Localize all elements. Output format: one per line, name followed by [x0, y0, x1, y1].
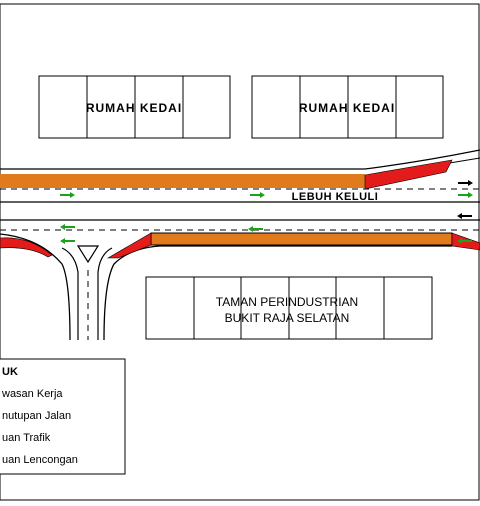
- work-zone-lower: [151, 233, 452, 245]
- legend-box: [0, 358, 126, 475]
- legend-item-diversion: uan Lencongan: [2, 454, 78, 466]
- legend-title: UK: [2, 366, 18, 378]
- legend-item-traffic: uan Trafik: [2, 432, 51, 444]
- closure-taper-junction: [106, 232, 152, 259]
- legend-item-work-zone: wasan Kerja: [1, 388, 63, 400]
- median-island: [61, 245, 113, 340]
- traffic-arrow: [457, 238, 472, 244]
- traffic-arrow: [60, 192, 75, 198]
- map-frame: [0, 3, 480, 501]
- traffic-arrows: [60, 192, 473, 244]
- shop-left-label: RUMAH KEDAI: [86, 101, 182, 115]
- shop-block-right: RUMAH KEDAI: [251, 75, 444, 139]
- legend-item-road-closure: nutupan Jalan: [2, 410, 71, 422]
- traffic-arrow: [60, 238, 75, 244]
- work-zones: [0, 174, 452, 245]
- industrial-block: TAMAN PERINDUSTRIAN BUKIT RAJA SELATAN: [145, 276, 433, 340]
- lane-markings: [0, 188, 480, 340]
- closure-taper-upper-right: [364, 159, 453, 190]
- work-zone-upper: [0, 174, 365, 188]
- shop-block-left: RUMAH KEDAI: [38, 75, 231, 139]
- traffic-arrow: [60, 224, 75, 230]
- diversion-arrows: [457, 180, 473, 219]
- traffic-arrow: [250, 192, 265, 198]
- road-name-label: LEBUH KELULI: [292, 191, 379, 203]
- diversion-arrow: [457, 213, 472, 219]
- closure-taper-lower-left: [0, 237, 53, 258]
- diversion-arrow: [458, 180, 473, 186]
- industrial-label-line2: BUKIT RAJA SELATAN: [225, 311, 350, 325]
- traffic-arrow: [458, 192, 473, 198]
- legend: UK wasan Kerja nutupan Jalan uan Trafik …: [0, 358, 126, 475]
- industrial-label-line1: TAMAN PERINDUSTRIAN: [216, 295, 358, 309]
- traffic-arrow: [248, 226, 263, 232]
- shop-right-label: RUMAH KEDAI: [299, 101, 395, 115]
- road-edges: [0, 149, 480, 341]
